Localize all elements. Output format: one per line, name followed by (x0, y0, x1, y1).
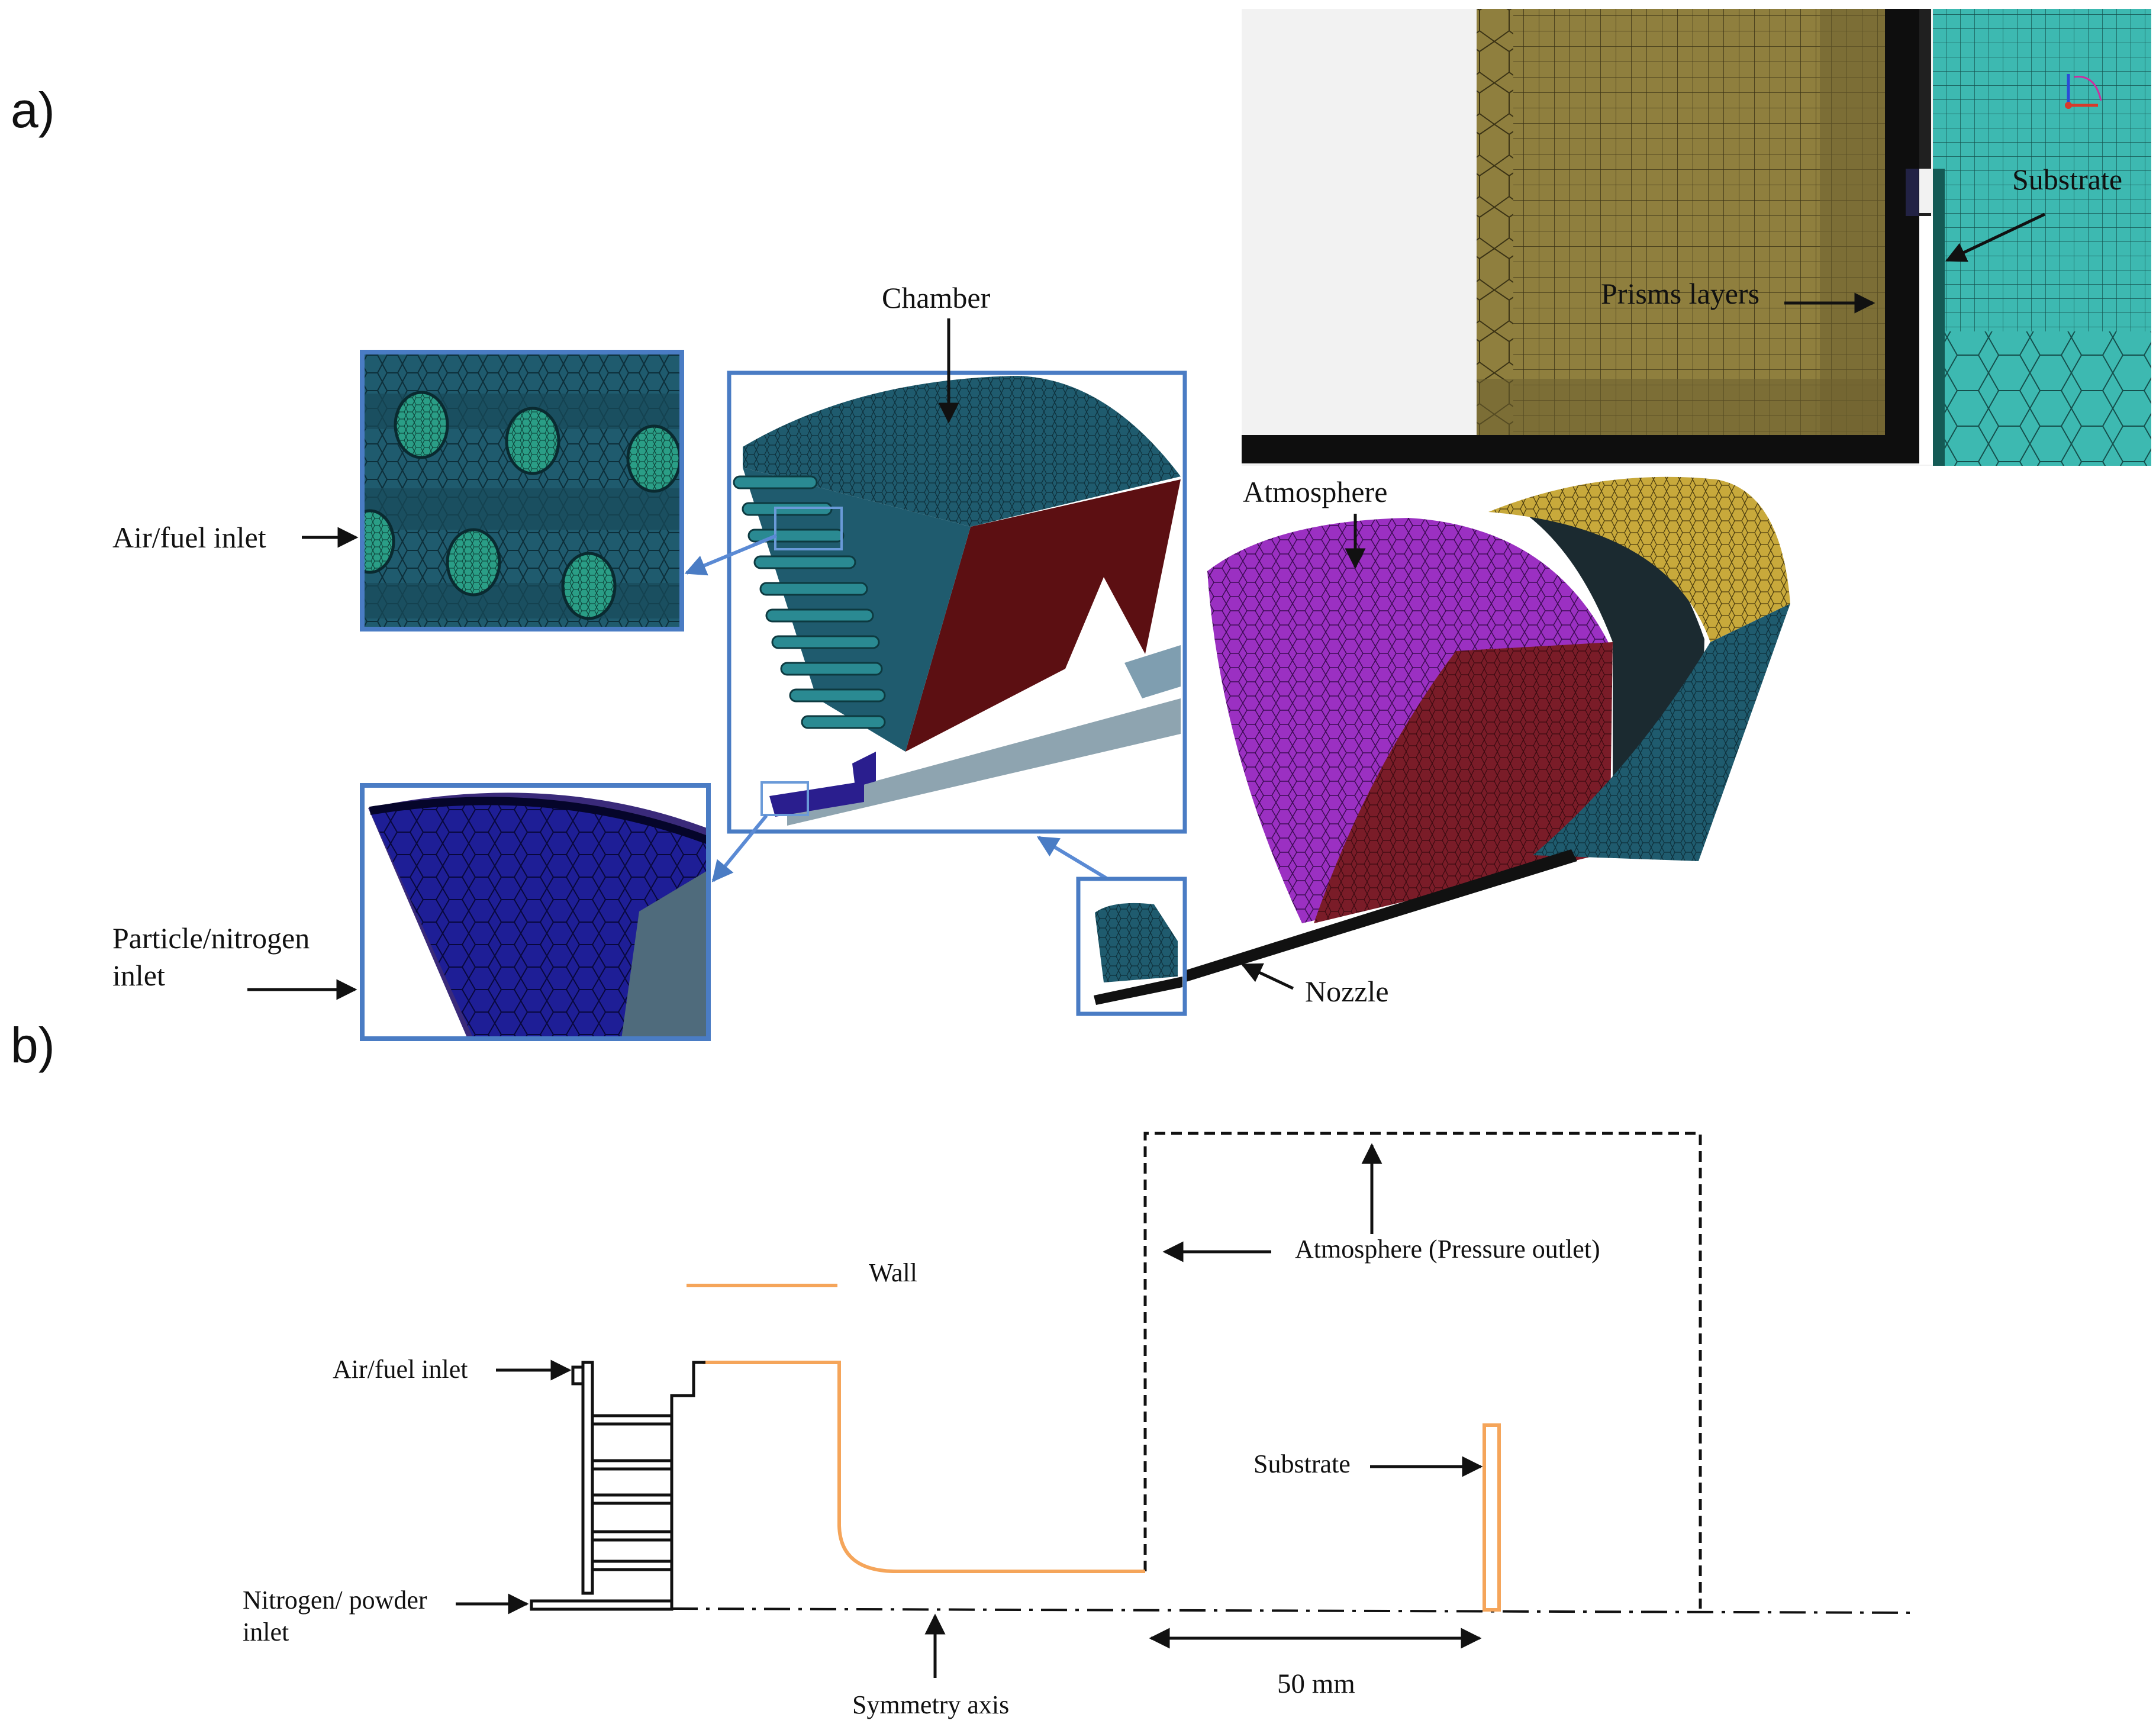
zoom-connector-top (684, 534, 778, 576)
zoom-connector-bottom (711, 814, 768, 882)
atmosphere-label: Atmosphere (1243, 475, 1387, 508)
prisms-layers-label: Prisms layers (1601, 277, 1759, 310)
atmosphere-boundary (1143, 1132, 1702, 1609)
nozzle-wall (702, 1361, 1145, 1573)
air-fuel-inlet-label-b: Air/fuel inlet (333, 1355, 468, 1384)
nitrogen-powder-inlet-label-line1: Nitrogen/ powder (243, 1586, 427, 1615)
atmosphere-domain (1207, 476, 1790, 923)
air-fuel-inlet-zoom (360, 350, 684, 631)
nozzle-arrow (1240, 963, 1294, 990)
symmetry-axis-line (671, 1607, 1918, 1614)
nitrogen-powder-inlet-label-line2: inlet (243, 1618, 289, 1647)
chamber-view (727, 370, 1187, 834)
nozzle-label: Nozzle (1305, 975, 1389, 1008)
substrate-label-a: Substrate (2012, 163, 2122, 196)
panel-label-b: b) (11, 1017, 55, 1073)
chamber-outline (670, 1361, 705, 1609)
atmosphere-pressure-outlet-label: Atmosphere (Pressure outlet) (1295, 1235, 1600, 1264)
chamber-label: Chamber (882, 281, 991, 314)
panel-label-a: a) (11, 82, 55, 138)
nozzle-geometry (1076, 849, 1577, 1016)
symmetry-axis-label: Symmetry axis (852, 1690, 1009, 1719)
dimension-label: 50 mm (1277, 1668, 1355, 1699)
particle-inlet-label-line1: Particle/nitrogen (112, 922, 310, 955)
axis-triad-icon (2065, 74, 2102, 109)
substrate-label-b: Substrate (1253, 1449, 1351, 1478)
wall-legend-label: Wall (869, 1258, 917, 1287)
prism-layers-mesh-detail (1242, 9, 2151, 466)
air-fuel-inlet-label-a: Air/fuel inlet (112, 521, 266, 554)
air-fuel-inlet-comb (530, 1361, 673, 1611)
inlet-tubes (733, 475, 886, 729)
substrate-shape (1483, 1423, 1501, 1612)
particle-inlet-label-line2: inlet (112, 959, 165, 992)
substrate-arrow-a (1945, 212, 2046, 262)
particle-inlet-zoom (360, 783, 711, 1041)
